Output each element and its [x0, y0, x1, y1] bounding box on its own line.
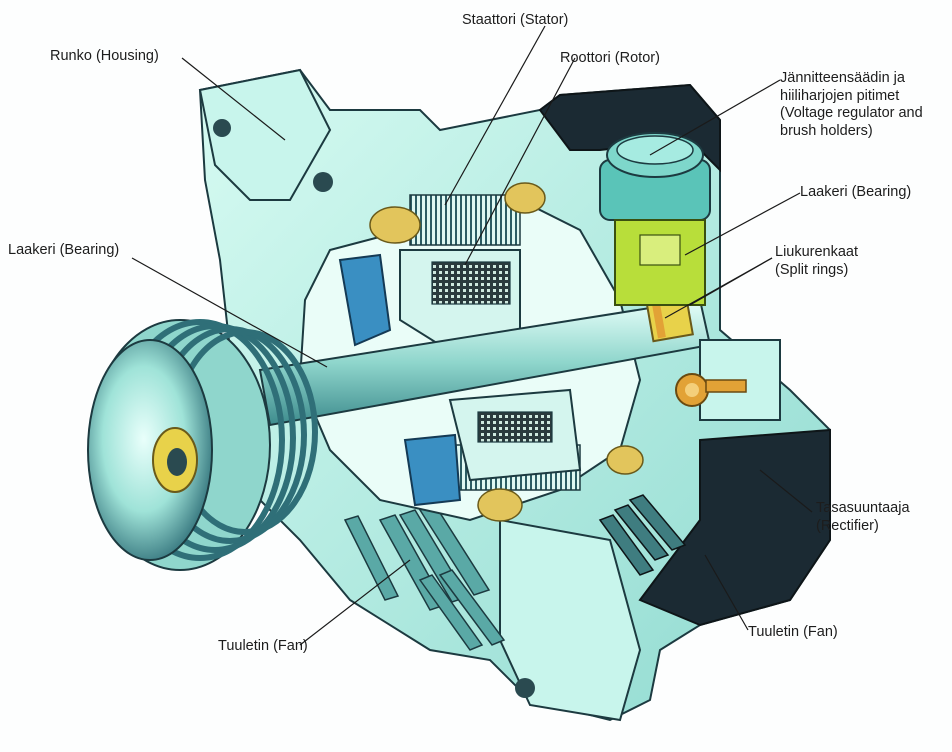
- rotor-core-bottom: [477, 411, 553, 443]
- leader-fan-rear: [704, 554, 749, 631]
- leader-housing: [181, 57, 286, 141]
- stator-winding-top: [409, 194, 521, 246]
- label-regulator: Jännitteensäädin ja hiiliharjojen pitime…: [780, 70, 923, 139]
- label-stator: Staattori (Stator): [462, 12, 569, 28]
- rear-fan-fins: [598, 494, 687, 576]
- leader-bearing-rear: [684, 192, 801, 256]
- leader-rectifier: [759, 469, 813, 513]
- rotor-core-top: [431, 261, 511, 305]
- label-fan-rear: Tuuletin (Fan): [748, 624, 838, 640]
- label-bearing-rear: Laakeri (Bearing): [800, 184, 912, 200]
- leader-regulator: [649, 79, 781, 156]
- label-rectifier: Tasasuuntaaja (Rectifier): [816, 500, 910, 534]
- label-fan-front: Tuuletin (Fan): [218, 638, 308, 654]
- pulley: [87, 319, 318, 571]
- label-housing: Runko (Housing): [50, 48, 159, 64]
- leader-lines: [131, 25, 813, 646]
- leader-stator: [444, 25, 546, 206]
- voltage-regulator: [599, 132, 711, 306]
- leader-rotor: [464, 57, 576, 266]
- leader-bearing-front: [131, 257, 328, 368]
- leader-split-rings-2: [664, 257, 773, 319]
- rectifier: [675, 339, 781, 421]
- label-split-rings: Liukurenkaat (Split rings): [775, 244, 859, 278]
- leader-fan-front: [299, 559, 411, 646]
- label-rotor: Roottori (Rotor): [560, 50, 660, 66]
- label-bearing-front: Laakeri (Bearing): [8, 242, 120, 258]
